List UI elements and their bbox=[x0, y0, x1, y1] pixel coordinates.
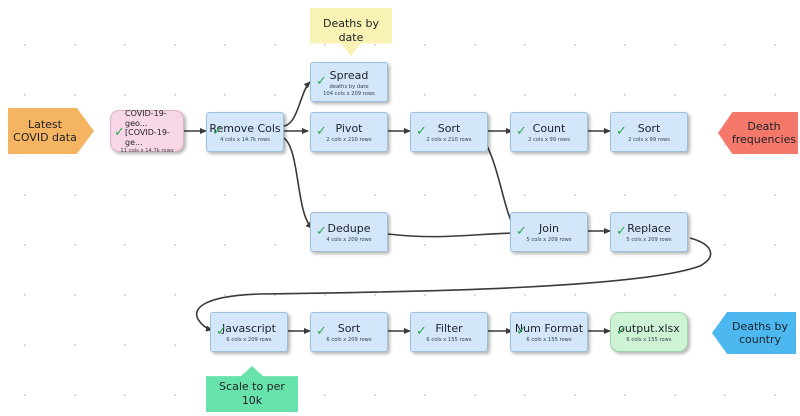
status-check-icon: ✓ bbox=[616, 324, 627, 339]
node-title: COVID-19-geo... [COVID-19-ge... bbox=[125, 109, 170, 147]
status-check-icon: ✓ bbox=[316, 324, 327, 339]
status-check-icon: ✓ bbox=[216, 324, 227, 339]
callout-death-frequencies[interactable]: Death frequencies bbox=[718, 112, 798, 154]
node-subtitle: 5 cols x 209 rows bbox=[626, 237, 672, 244]
node-subtitle: 6 cols x 155 rows bbox=[526, 337, 572, 344]
status-check-icon: ✓ bbox=[416, 124, 427, 139]
status-check-icon: ✓ bbox=[114, 125, 125, 140]
node-subtitle: 5 cols x 209 rows bbox=[526, 237, 572, 244]
node-title: Remove Cols bbox=[209, 122, 281, 136]
status-check-icon: ✓ bbox=[516, 324, 527, 339]
node-subtitle: 6 cols x 209 rows bbox=[226, 337, 272, 344]
edge-remove-cols-to-dedupe bbox=[283, 137, 313, 229]
status-check-icon: ✓ bbox=[516, 124, 527, 139]
note-label: Scale to per 10k bbox=[219, 380, 285, 407]
status-check-icon: ✓ bbox=[316, 74, 327, 89]
node-replace[interactable]: ✓ Replace 5 cols x 209 rows bbox=[610, 212, 688, 252]
status-check-icon: ✓ bbox=[416, 324, 427, 339]
node-subtitle: 6 cols x 155 rows bbox=[426, 337, 472, 344]
status-check-icon: ✓ bbox=[616, 124, 627, 139]
node-title: Dedupe bbox=[327, 222, 371, 236]
node-title: Filter bbox=[435, 322, 463, 336]
node-dedupe[interactable]: ✓ Dedupe 4 cols x 209 rows bbox=[310, 212, 388, 252]
node-title: Join bbox=[538, 222, 559, 236]
node-subtitle: 2 cols x 210 rows bbox=[326, 137, 372, 144]
node-subtitle: 2 cols x 210 rows bbox=[426, 137, 472, 144]
node-subtitle: 2 cols x 99 rows bbox=[528, 137, 570, 144]
node-subtitle: 11 cols x 14.7k rows bbox=[120, 148, 174, 155]
node-spread[interactable]: ✓ Spread deaths by date 104 cols x 209 r… bbox=[310, 62, 388, 102]
node-output-file[interactable]: ✓ output.xlsx 6 cols x 155 rows bbox=[610, 312, 688, 352]
node-javascript[interactable]: ✓ Javascript 6 cols x 209 rows bbox=[210, 312, 288, 352]
node-subtitle: 6 cols x 209 rows bbox=[326, 337, 372, 344]
edge-replace-to-javascript bbox=[195, 237, 712, 332]
node-title: Sort bbox=[337, 322, 361, 336]
node-title: Pivot bbox=[335, 122, 363, 136]
edge-remove-cols-to-spread bbox=[283, 81, 311, 127]
node-subtitle: 2 cols x 99 rows bbox=[628, 137, 670, 144]
node-title: Replace bbox=[627, 222, 671, 236]
node-title: output.xlsx bbox=[618, 322, 680, 336]
node-sort-1[interactable]: ✓ Sort 2 cols x 210 rows bbox=[410, 112, 488, 152]
node-title: Count bbox=[532, 122, 566, 136]
callout-label: Death frequencies bbox=[731, 120, 797, 146]
node-title: Javascript bbox=[222, 322, 276, 336]
status-check-icon: ✓ bbox=[316, 124, 327, 139]
node-title: Spread bbox=[329, 68, 369, 82]
node-subtitle: deaths by date 104 cols x 209 rows bbox=[323, 83, 375, 97]
node-num-format[interactable]: ✓ Num Format 6 cols x 155 rows bbox=[510, 312, 588, 352]
status-check-icon: ✓ bbox=[212, 124, 223, 139]
node-sort-2[interactable]: ✓ Sort 2 cols x 99 rows bbox=[610, 112, 688, 152]
node-count[interactable]: ✓ Count 2 cols x 99 rows bbox=[510, 112, 588, 152]
callout-label: Deaths by country bbox=[732, 320, 788, 346]
status-check-icon: ✓ bbox=[516, 224, 527, 239]
node-subtitle: 4 cols x 14.7k rows bbox=[220, 137, 270, 144]
edge-dedupe-to-join bbox=[387, 230, 517, 238]
node-subtitle: 6 cols x 155 rows bbox=[626, 337, 672, 344]
node-input-file[interactable]: ✓ COVID-19-geo... [COVID-19-ge... 11 col… bbox=[110, 109, 184, 155]
node-remove-cols[interactable]: ✓ Remove Cols 4 cols x 14.7k rows bbox=[206, 112, 284, 152]
note-label: Deaths by date bbox=[323, 17, 379, 44]
callout-deaths-by-country[interactable]: Deaths by country bbox=[712, 312, 796, 354]
node-title: Sort bbox=[437, 122, 461, 136]
status-check-icon: ✓ bbox=[616, 224, 627, 239]
node-pivot[interactable]: ✓ Pivot 2 cols x 210 rows bbox=[310, 112, 388, 152]
node-title: Sort bbox=[637, 122, 661, 136]
node-join[interactable]: ✓ Join 5 cols x 209 rows bbox=[510, 212, 588, 252]
callout-latest-covid-data[interactable]: Latest COVID data bbox=[8, 108, 94, 154]
callout-label: Latest COVID data bbox=[13, 118, 77, 144]
node-filter[interactable]: ✓ Filter 6 cols x 155 rows bbox=[410, 312, 488, 352]
node-title: Num Format bbox=[514, 322, 584, 336]
node-subtitle: 4 cols x 209 rows bbox=[326, 237, 372, 244]
node-sort-3[interactable]: ✓ Sort 6 cols x 209 rows bbox=[310, 312, 388, 352]
status-check-icon: ✓ bbox=[316, 224, 327, 239]
